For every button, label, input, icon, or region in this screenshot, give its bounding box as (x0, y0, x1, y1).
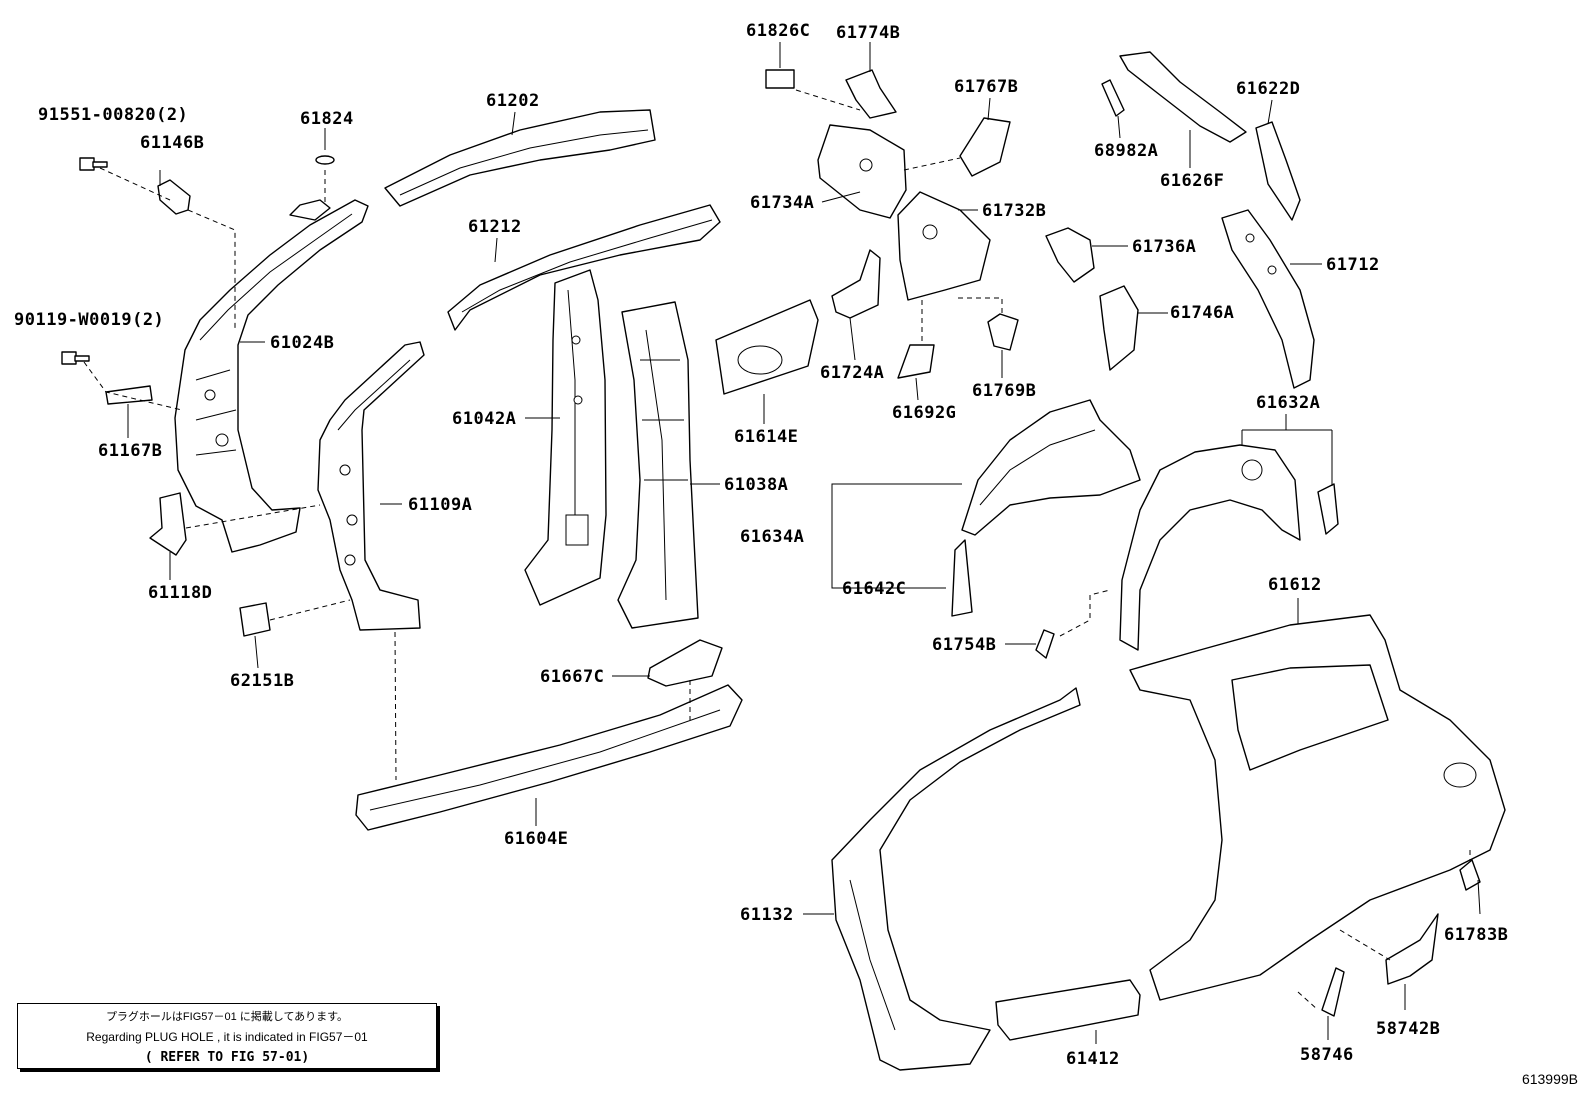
roof-rail-61202[interactable] (384, 109, 656, 207)
label-61736A: 61736A (1132, 237, 1196, 257)
part-61769B[interactable] (987, 313, 1019, 351)
label-61412: 61412 (1066, 1049, 1120, 1069)
reference-note-box: プラグホールはFIG57－01 に掲載してあります。 Regarding PLU… (17, 1003, 437, 1069)
bolt-90119[interactable] (61, 351, 90, 365)
label-61642C: 61642C (842, 579, 906, 599)
label-61732B: 61732B (982, 201, 1046, 221)
label-61614E: 61614E (734, 427, 798, 447)
body-side-61612[interactable] (1129, 614, 1506, 1001)
label-61038A: 61038A (724, 475, 788, 495)
pillar-61109A[interactable] (317, 341, 425, 631)
pillar-61042A[interactable] (524, 269, 607, 606)
panel-61614E[interactable] (715, 299, 819, 395)
label-61826C: 61826C (746, 21, 810, 41)
bracket-61146B[interactable] (157, 179, 191, 215)
block-62151B[interactable] (239, 602, 271, 637)
label-61824: 61824 (300, 109, 354, 129)
part-61754B[interactable] (1035, 629, 1055, 659)
reference-note-refer-link[interactable]: ( REFER TO FIG 57-01) (144, 1050, 310, 1065)
reference-note-english: Regarding PLUG HOLE , it is indicated in… (86, 1030, 368, 1044)
label-90119: 90119-W0019(2) (14, 310, 164, 330)
wheelhouse-61632A[interactable] (1119, 444, 1301, 651)
label-61622D: 61622D (1236, 79, 1300, 99)
label-61132: 61132 (740, 905, 794, 925)
dashed-connectors (83, 89, 1471, 1011)
label-61042A: 61042A (452, 409, 516, 429)
block-61826C[interactable] (765, 69, 795, 89)
pillar-61712[interactable] (1221, 209, 1315, 389)
label-61769B: 61769B (972, 381, 1036, 401)
part-61732B[interactable] (897, 191, 991, 301)
label-61634A: 61634A (740, 527, 804, 547)
plug-61824[interactable] (315, 155, 335, 165)
label-61118D: 61118D (148, 583, 212, 603)
label-58746: 58746 (1300, 1045, 1354, 1065)
front-side-61132[interactable] (831, 687, 1081, 1071)
label-61667C: 61667C (540, 667, 604, 687)
label-61202: 61202 (486, 91, 540, 111)
part-61734A[interactable] (817, 124, 907, 219)
label-61767B: 61767B (954, 77, 1018, 97)
label-61746A: 61746A (1170, 303, 1234, 323)
leader-lines (127, 42, 1481, 1044)
part-61167B[interactable] (105, 385, 153, 405)
rocker-61604E[interactable] (355, 684, 743, 831)
part-labels: 91551-00820(2) 61146B 61824 61202 61212 … (14, 21, 1508, 1069)
pillar-61024B[interactable] (174, 199, 369, 553)
roof-rail-61212[interactable] (447, 204, 721, 331)
label-61024B: 61024B (270, 333, 334, 353)
label-62151B: 62151B (230, 671, 294, 691)
part-61724A[interactable] (831, 249, 881, 319)
part-61642C[interactable] (951, 539, 973, 617)
part-61783B[interactable] (1459, 859, 1481, 891)
label-61774B: 61774B (836, 23, 900, 43)
label-61167B: 61167B (98, 441, 162, 461)
reference-note-japanese: プラグホールはFIG57－01 に掲載してあります。 (105, 1011, 349, 1023)
bolt-91551[interactable] (79, 157, 108, 171)
label-61612: 61612 (1268, 575, 1322, 595)
panel-61626F[interactable] (1119, 51, 1247, 143)
pillar-61038A[interactable] (617, 301, 699, 629)
label-61783B: 61783B (1444, 925, 1508, 945)
rocker-61412[interactable] (995, 979, 1141, 1041)
part-61767B[interactable] (959, 117, 1011, 177)
part-58746[interactable] (1321, 967, 1345, 1017)
label-61712: 61712 (1326, 255, 1380, 275)
label-61604E: 61604E (504, 829, 568, 849)
label-61754B: 61754B (932, 635, 996, 655)
part-61736A[interactable] (1045, 227, 1095, 283)
part-61746A[interactable] (1099, 285, 1139, 371)
part-61774B[interactable] (845, 69, 897, 119)
label-68982A: 68982A (1094, 141, 1158, 161)
label-61146B: 61146B (140, 133, 204, 153)
figure-code: 613999B (1521, 1071, 1578, 1087)
part-61622D[interactable] (1255, 121, 1301, 221)
part-61667C[interactable] (647, 639, 723, 687)
label-91551: 91551-00820(2) (38, 105, 188, 125)
label-61626F: 61626F (1160, 171, 1224, 191)
wheelhouse-61634A[interactable] (961, 399, 1141, 536)
part-61692G[interactable] (897, 344, 935, 379)
part-68982A[interactable] (1101, 79, 1125, 117)
label-61109A: 61109A (408, 495, 472, 515)
label-58742B: 58742B (1376, 1019, 1440, 1039)
part-61632A-clip[interactable] (1317, 483, 1339, 535)
label-61692G: 61692G (892, 403, 956, 423)
part-58742B[interactable] (1385, 913, 1439, 985)
label-61212: 61212 (468, 217, 522, 237)
label-61734A: 61734A (750, 193, 814, 213)
label-61632A: 61632A (1256, 393, 1320, 413)
label-61724A: 61724A (820, 363, 884, 383)
bracket-61118D[interactable] (149, 492, 187, 556)
